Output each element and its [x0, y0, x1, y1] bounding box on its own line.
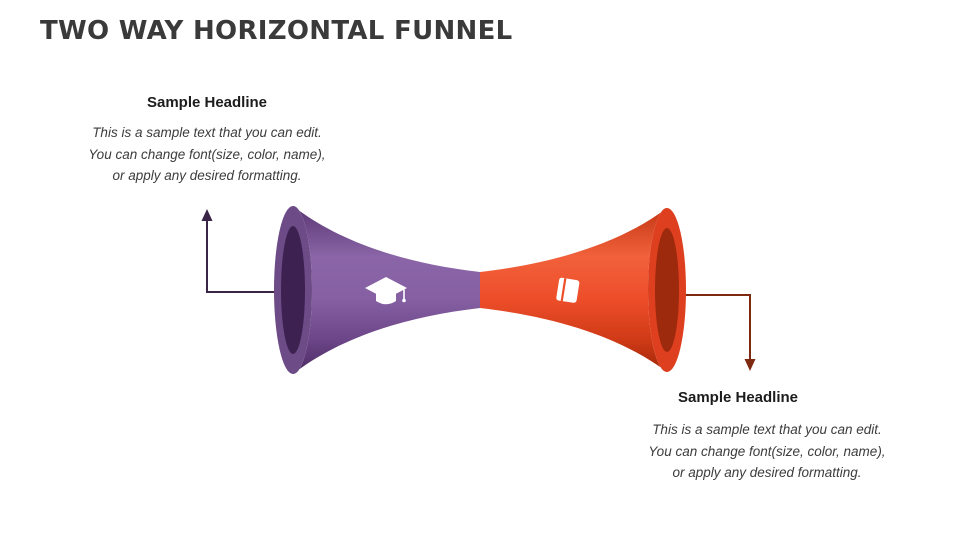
book-icon	[556, 277, 580, 303]
right-caption-line-1: This is a sample text that you can edit.	[652, 422, 882, 437]
right-caption-headline: Sample Headline	[677, 389, 799, 406]
right-caption-line-3: or apply any desired formatting.	[672, 465, 862, 480]
page-title: TWO WAY HORIZONTAL FUNNEL	[40, 16, 513, 46]
graduation-cap-tassel-end	[402, 298, 406, 303]
graduation-cap-icon	[365, 277, 407, 305]
book-spine	[560, 278, 567, 302]
left-connector-arrow	[201, 209, 296, 293]
right-funnel-hole	[655, 228, 679, 352]
right-connector-arrow	[665, 294, 756, 371]
left-caption-line-3: or apply any desired formatting.	[112, 168, 302, 183]
left-caption-body: This is a sample text that you can edit.…	[72, 122, 342, 187]
right-connector-arrowhead-icon	[744, 359, 756, 371]
left-caption-line-1: This is a sample text that you can edit.	[92, 125, 322, 140]
book-cover	[556, 277, 580, 303]
left-connector-arrowhead-icon	[201, 209, 213, 221]
right-connector-line	[665, 294, 751, 361]
right-caption-line-2: You can change font(size, color, name),	[648, 443, 886, 459]
left-caption: Sample Headline This is a sample text th…	[72, 94, 342, 187]
left-funnel-hole	[281, 226, 305, 354]
left-caption-headline: Sample Headline	[146, 94, 268, 111]
left-caption-line-2: You can change font(size, color, name),	[88, 146, 326, 162]
right-funnel	[480, 208, 686, 372]
graduation-cap-board	[365, 277, 407, 299]
left-connector-line	[206, 219, 296, 293]
left-funnel	[274, 206, 480, 374]
right-caption-body: This is a sample text that you can edit.…	[617, 419, 917, 484]
